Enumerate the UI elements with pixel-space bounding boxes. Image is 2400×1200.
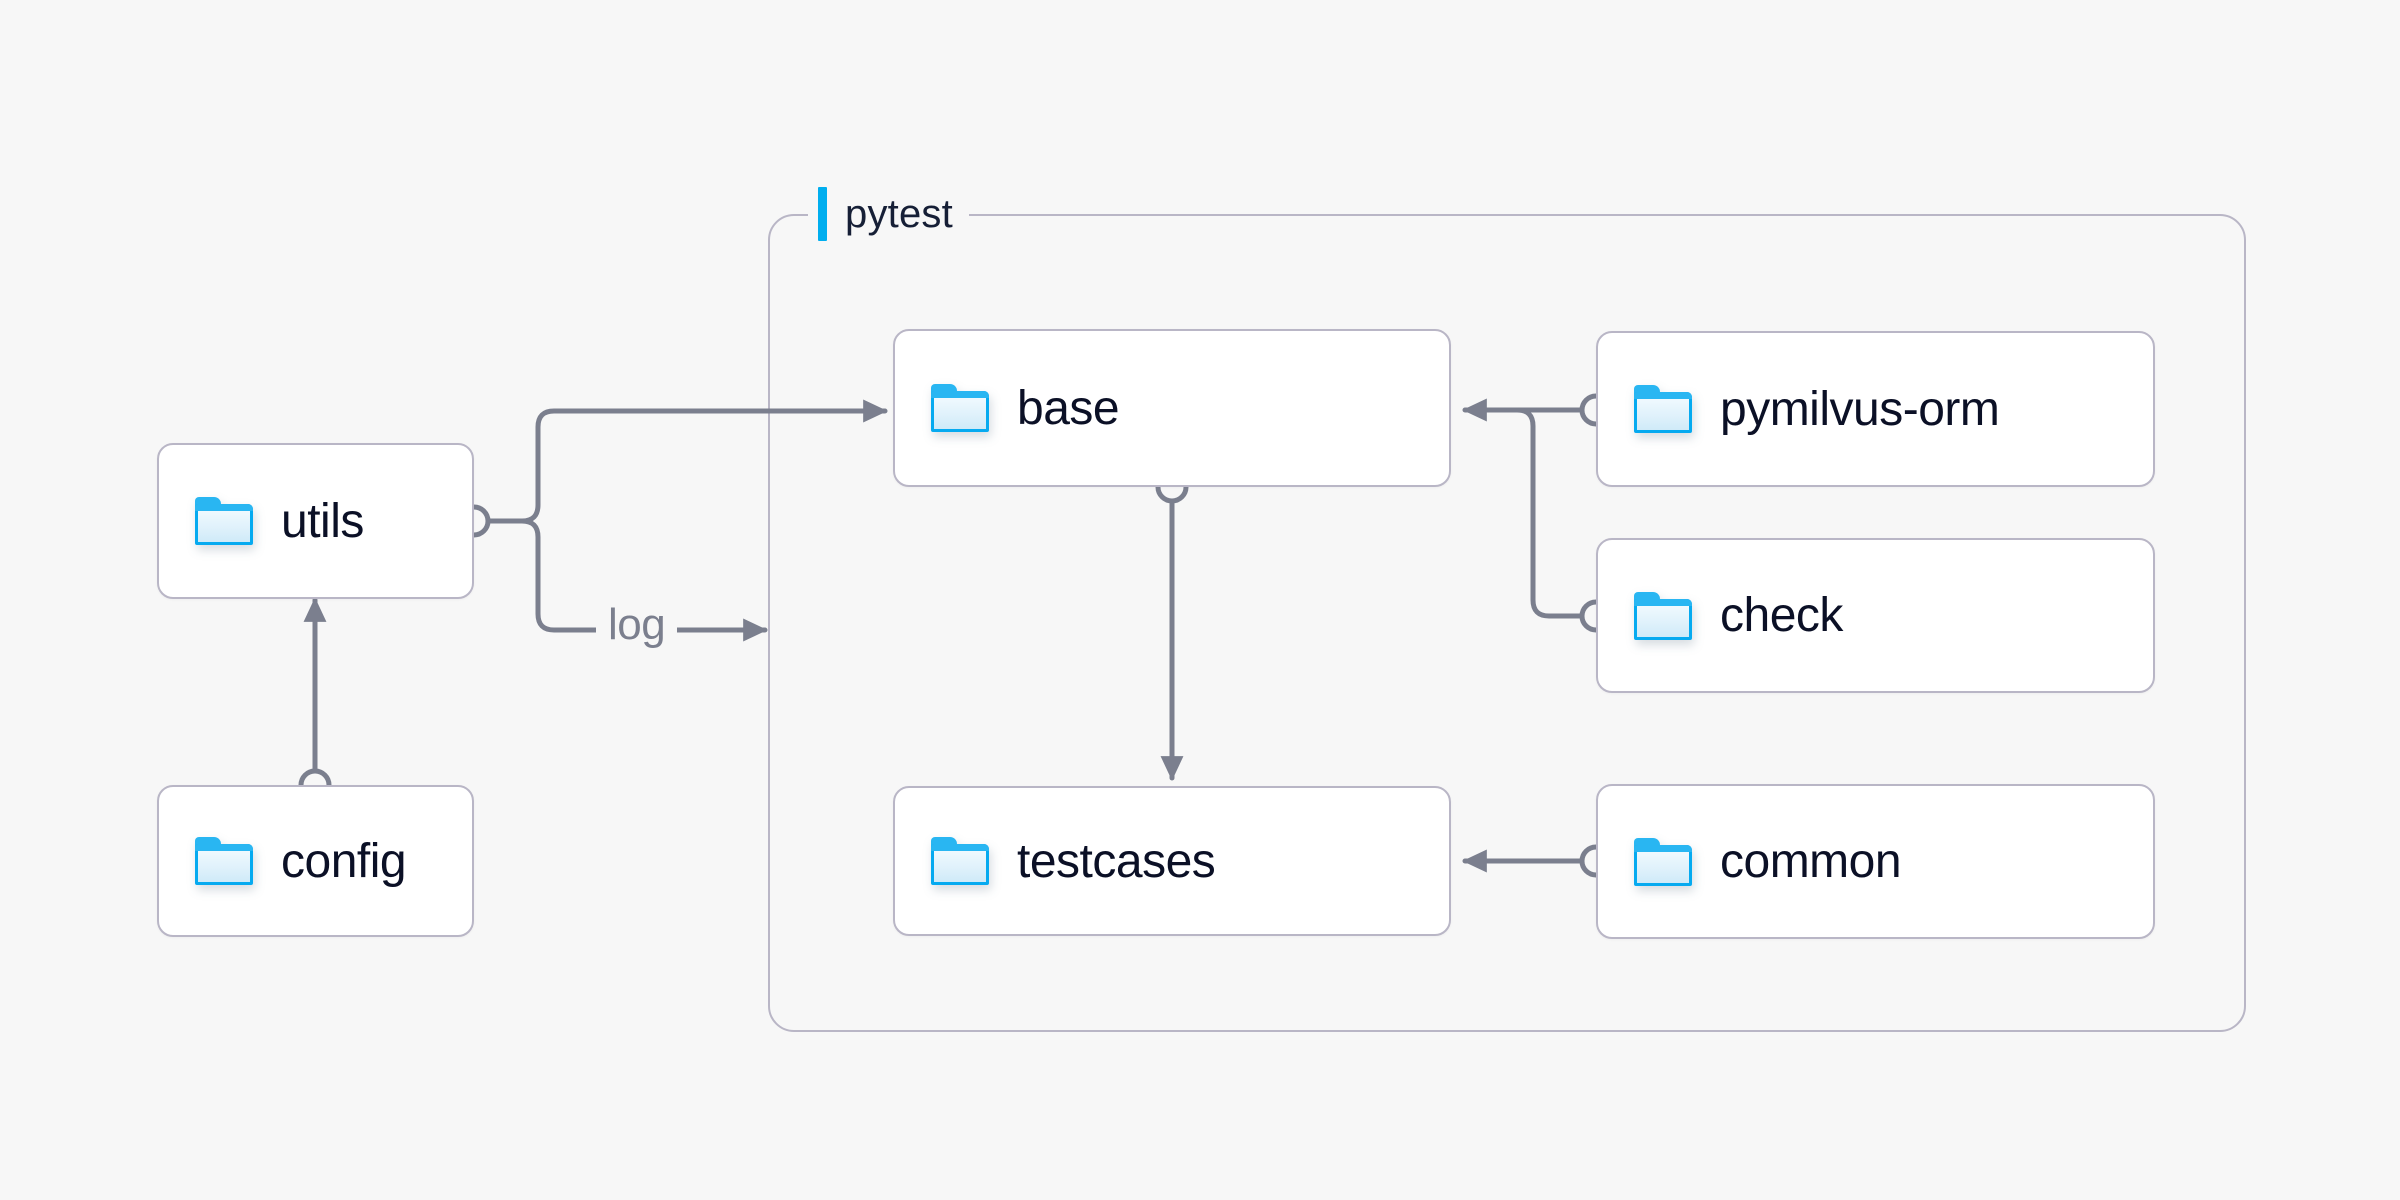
node-label: check [1720, 589, 1843, 642]
accent-bar-icon [818, 187, 827, 241]
pytest-group-container [768, 214, 2246, 1032]
pytest-group-label: pytest [808, 186, 969, 242]
node-testcases[interactable]: testcases [893, 786, 1451, 936]
node-label: config [281, 834, 407, 888]
node-common[interactable]: common [1596, 784, 2155, 939]
node-label: testcases [1017, 834, 1216, 888]
node-label: utils [281, 494, 364, 548]
node-config[interactable]: config [157, 785, 474, 937]
group-title-text: pytest [845, 192, 953, 236]
folder-icon [1634, 837, 1692, 886]
folder-icon [931, 837, 989, 885]
folder-icon [1634, 385, 1692, 433]
node-pymilvus-orm[interactable]: pymilvus-orm [1596, 331, 2155, 487]
folder-icon [195, 497, 253, 545]
node-base[interactable]: base [893, 329, 1451, 487]
folder-icon [931, 384, 989, 432]
edge-label-log: log [596, 600, 678, 650]
folder-icon [1634, 591, 1692, 640]
node-utils[interactable]: utils [157, 443, 474, 599]
node-check[interactable]: check [1596, 538, 2155, 693]
node-label: common [1720, 835, 1902, 888]
folder-icon [195, 837, 253, 885]
node-label: base [1017, 381, 1120, 435]
node-label: pymilvus-orm [1720, 382, 2000, 436]
